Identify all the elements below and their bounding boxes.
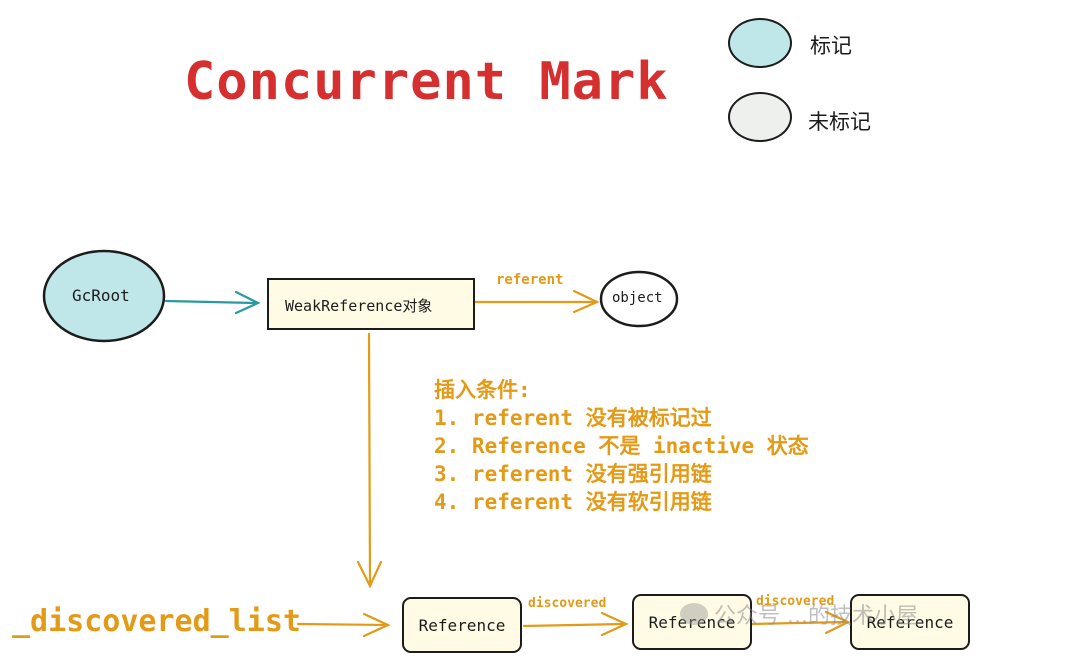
legend-marked-swatch <box>728 18 792 68</box>
discovered-edge-label-1: discovered <box>528 596 607 611</box>
object-node-label: object <box>612 290 663 306</box>
weakref-node-label: WeakReference对象 <box>285 297 433 315</box>
legend-unmarked-label: 未标记 <box>808 110 871 134</box>
reference-node-label: Reference <box>866 612 954 632</box>
referent-arrow <box>472 289 600 314</box>
condition-item: 2. Reference 不是 inactive 状态 <box>434 434 809 458</box>
weakref-node-shape <box>267 278 475 330</box>
watermark-text: 公众号 ...的技术小屋 <box>714 604 918 629</box>
object-node-shape <box>599 270 679 328</box>
gcroot-node-shape <box>42 249 166 343</box>
weakref-down-arrow <box>356 332 383 589</box>
condition-item: 1. referent 没有被标记过 <box>434 406 712 430</box>
discovered-list-label: _discovered_list <box>12 604 301 639</box>
wechat-icon <box>680 603 708 625</box>
conditions-heading: 插入条件: <box>434 378 531 402</box>
diagram-title: Concurrent Mark <box>184 52 669 112</box>
discovered-arrow-1 <box>522 611 629 637</box>
reference-node-3: Reference <box>850 594 970 650</box>
reference-node-2: Reference <box>632 594 752 650</box>
legend-unmarked-swatch <box>728 92 792 142</box>
insertion-conditions: 插入条件: 1. referent 没有被标记过 2. Reference 不是… <box>434 376 809 516</box>
legend-marked-label: 标记 <box>810 34 852 58</box>
reference-node-1: Reference <box>402 597 522 653</box>
discovered-edge-label-2: discovered <box>756 594 835 609</box>
watermark: 公众号 ...的技术小屋 <box>680 598 918 630</box>
reference-node-label: Reference <box>418 615 506 635</box>
gcroot-to-weakref-arrow <box>164 290 261 315</box>
reference-node-label: Reference <box>648 612 736 632</box>
condition-item: 3. referent 没有强引用链 <box>434 462 712 486</box>
gcroot-node-label: GcRoot <box>72 286 130 305</box>
condition-item: 4. referent 没有软引用链 <box>434 490 712 514</box>
referent-edge-label: referent <box>496 272 564 288</box>
list-to-first-reference-arrow <box>296 612 391 638</box>
discovered-arrow-2 <box>750 610 851 635</box>
